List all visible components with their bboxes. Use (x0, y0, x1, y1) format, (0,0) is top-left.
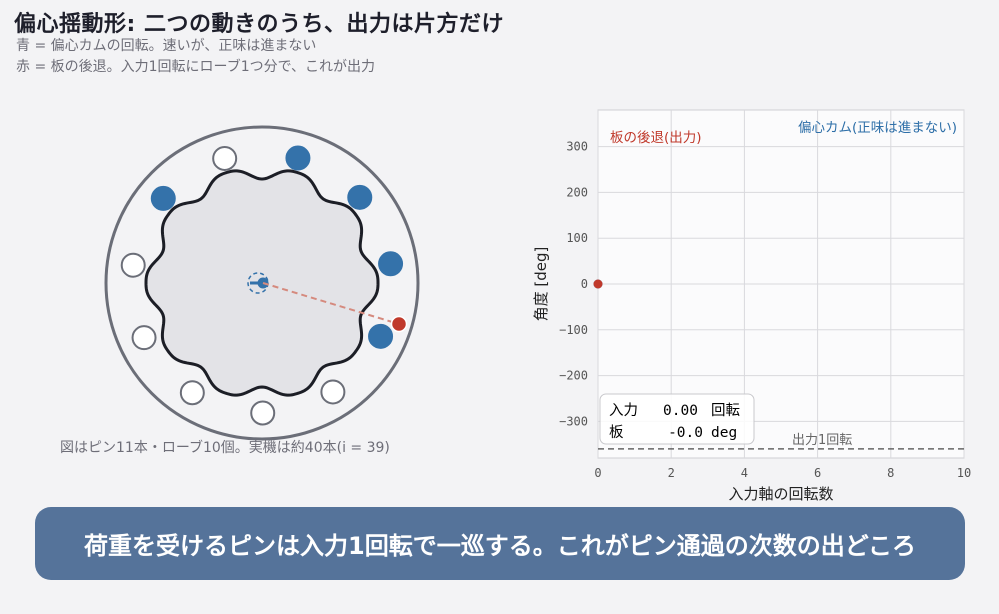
y-axis-label: 角度 [deg] (532, 247, 550, 322)
pin-free (179, 380, 205, 406)
y-tick-label: 300 (566, 140, 588, 154)
pin-loaded (378, 251, 404, 277)
plate-series-point (593, 279, 603, 289)
pin-free (320, 379, 346, 405)
readout-input-value: 0.00 (663, 403, 698, 419)
y-tick-label: −100 (559, 323, 588, 337)
subtitle-blue-meaning: 青 = 偏心カムの回転。速いが、正味は進まない (16, 38, 317, 54)
pin-loaded (347, 184, 373, 210)
pin-loaded (150, 185, 176, 211)
pin-free (120, 252, 146, 278)
pin-free (250, 400, 276, 426)
y-tick-label: −200 (559, 369, 588, 383)
x-tick-label: 2 (668, 466, 675, 480)
readout-plate-label: 板 (609, 423, 624, 441)
plate-marker (390, 315, 408, 333)
y-tick-label: 100 (566, 231, 588, 245)
legend-plate: 板の後退(出力) (610, 130, 702, 146)
plate-angle-arm (262, 282, 400, 325)
readout-box: 入力 0.00 回転 板 -0.0 deg (599, 393, 755, 445)
readout-plate-value: -0.0 (668, 425, 703, 441)
x-tick-label: 6 (814, 466, 821, 480)
pin-free (131, 325, 157, 351)
x-axis-label: 入力軸の回転数 (728, 485, 833, 503)
plot-grid (597, 110, 965, 458)
y-tick-label: 0 (581, 277, 588, 291)
cycloid-mechanism-diagram (104, 125, 420, 441)
mechanism-caption: 図はピン11本・ローブ10個。実機は約40本(i = 39) (60, 440, 390, 456)
readout-input-label: 入力 (609, 402, 638, 419)
x-tick-label: 8 (887, 466, 894, 480)
subtitle-red-meaning: 赤 = 板の後退。入力1回転にローブ1つ分で、これが出力 (16, 59, 376, 75)
reference-line-label: 出力1回転 (792, 433, 852, 448)
housing-ring (104, 125, 420, 441)
pin-loaded (285, 145, 311, 171)
x-tick-label: 10 (957, 466, 971, 480)
x-tick-label: 4 (741, 466, 748, 480)
x-tick-label: 0 (594, 466, 601, 480)
y-tick-label: −300 (559, 414, 588, 428)
summary-banner: 荷重を受けるピンは入力1回転で一巡する。これがピン通過の次数の出どころ (35, 507, 965, 580)
angle-chart: 出力1回転 0 2 4 6 8 10 300 200 100 0 −100 −200 −300 板の後退… (532, 109, 971, 503)
readout-input-unit: 回転 (711, 402, 740, 419)
pin-loaded (368, 323, 394, 349)
legend-cam: 偏心カム(正味は進まない) (798, 120, 957, 136)
y-tick-label: 200 (566, 185, 588, 199)
readout-plate-unit: deg (711, 425, 737, 441)
pin-free (212, 145, 238, 171)
page-title: 偏心揺動形: 二つの動きのうち、出力は片方だけ (14, 12, 504, 37)
